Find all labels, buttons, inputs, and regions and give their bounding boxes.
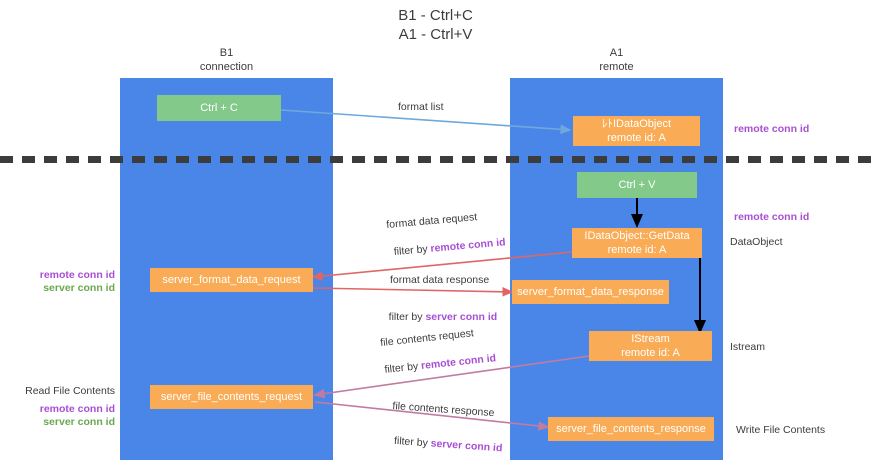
annotation-left-server-conn-id-2: server conn id [43, 416, 115, 428]
ctrl-c-node[interactable]: Ctrl + C [157, 95, 281, 121]
annotation-remote-conn-id-top: remote conn id [734, 123, 810, 135]
edge-label-file-contents-response: file contents response [392, 400, 495, 420]
idataobject-getdata-node[interactable]: IDataObject::GetData remote id: A [572, 228, 702, 258]
filter-prefix-2: filter by [388, 311, 426, 323]
lane-header-connection: B1 connection [199, 47, 254, 73]
server-file-contents-request-node[interactable]: server_file_contents_request [150, 385, 313, 409]
annotation-read-file-contents: Read File Contents [25, 385, 115, 397]
filter-prefix-4: filter by [393, 434, 432, 450]
connector-format-data-response [312, 287, 514, 297]
lane-header-remote: A1 remote [599, 47, 634, 73]
annotation-left-server-conn-id: server conn id [43, 282, 115, 294]
edge-label-format-data-response: format data response [390, 274, 490, 286]
filter-value-2: server conn id [425, 311, 498, 323]
create-idataobject-node[interactable]: ﾚﾄIDataObject remote id: A [573, 116, 700, 146]
diagram-title: B1 - Ctrl+C A1 - Ctrl+V [398, 7, 473, 43]
edge-label-format-list: format list [398, 101, 444, 113]
filter-value-1: remote conn id [429, 236, 507, 255]
phase-separator [0, 156, 871, 163]
ctrl-v-node[interactable]: Ctrl + V [577, 172, 697, 198]
server-format-data-request-node[interactable]: server_format_data_request [150, 268, 313, 292]
annotation-left-remote-conn-id-2: remote conn id [39, 403, 115, 415]
annotation-left-remote-conn-id: remote conn id [39, 269, 115, 281]
annotation-istream: Istream [730, 341, 766, 353]
edge-filter-file-contents-response: filter by server conn id [381, 421, 504, 468]
server-format-data-response-node[interactable]: server_format_data_response [512, 280, 669, 304]
edge-filter-format-data-response: filter by server conn id [377, 298, 498, 337]
annotation-dataobject: DataObject [730, 236, 783, 248]
server-file-contents-response-node[interactable]: server_file_contents_response [548, 417, 714, 441]
annotation-write-file-contents: Write File Contents [736, 424, 826, 436]
annotation-remote-conn-id-mid: remote conn id [734, 211, 810, 223]
istream-node[interactable]: IStream remote id: A [589, 331, 712, 361]
filter-prefix-1: filter by [393, 242, 432, 259]
filter-value-4: server conn id [430, 437, 503, 455]
filter-value-3: remote conn id [420, 352, 497, 373]
filter-prefix-3: filter by [383, 360, 422, 376]
